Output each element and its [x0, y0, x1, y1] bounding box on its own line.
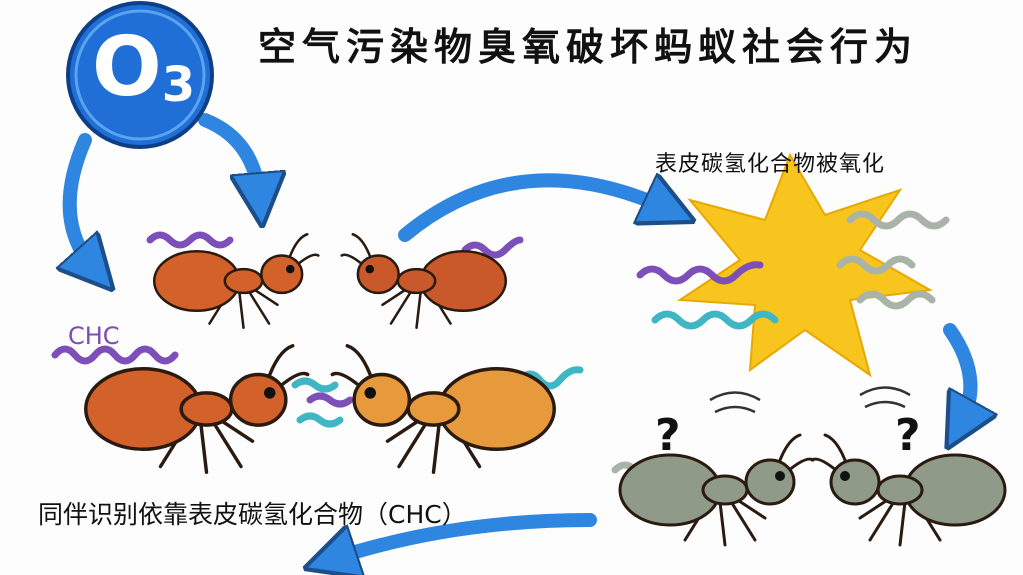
ozone-badge [66, 1, 214, 149]
question-mark-right: ? [895, 410, 921, 461]
chc-molecules [51, 210, 950, 479]
ant-bottom-right [330, 344, 556, 474]
oxidation-burst [676, 152, 934, 378]
arrow-ozone-to-ants-right [198, 113, 260, 200]
recognition-caption: 同伴识别依靠表皮碳氢化合物（CHC） [38, 500, 467, 529]
arrow-ozone-to-ants-left [70, 133, 95, 270]
arrow-to-oxidation [398, 180, 670, 242]
ozone-label: O3 [92, 20, 196, 115]
arrow-bottom-return [330, 513, 597, 560]
chc-label: CHC [68, 322, 120, 350]
arrow-to-confused-ants [943, 323, 970, 425]
question-mark-left: ? [655, 410, 681, 461]
confused-ant-left [618, 433, 815, 547]
oxidation-label: 表皮碳氢化合物被氧化 [655, 152, 886, 177]
ant-group-confused [618, 386, 1007, 547]
ant-bottom-left [84, 344, 310, 474]
page-title: 空气污染物臭氧破坏蚂蚁社会行为 [258, 24, 919, 69]
flow-arrows [70, 113, 971, 560]
